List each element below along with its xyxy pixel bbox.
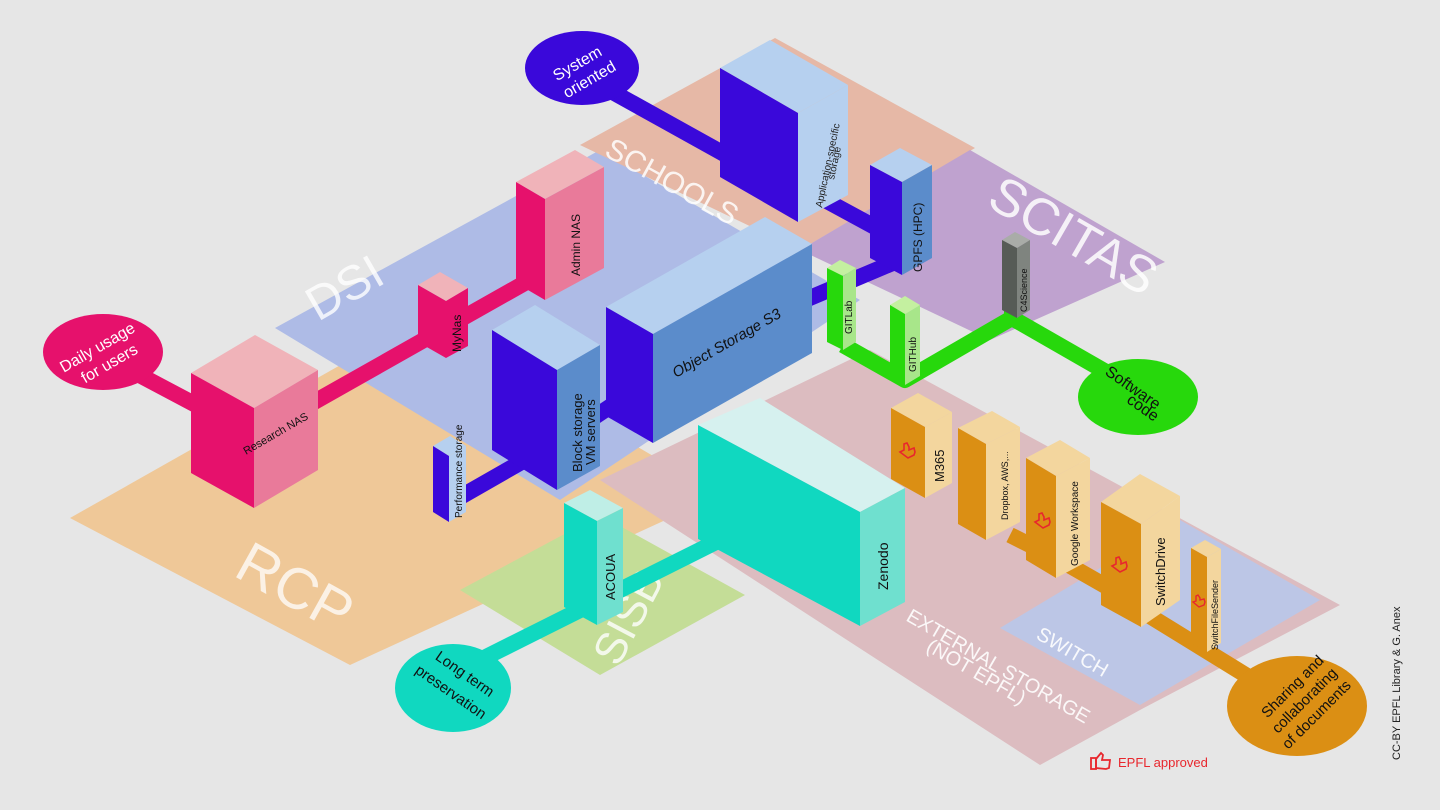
label-gpfs: GPFS (HPC) <box>911 203 925 272</box>
box-m365: M365 <box>891 393 952 498</box>
box-github: GITHub <box>890 296 920 385</box>
box-object-storage: Object Storage S3 <box>606 217 812 443</box>
box-dropbox: Dropbox, AWS,... <box>958 411 1020 540</box>
thumbs-up-icon <box>1110 556 1128 573</box>
label-block-1: Block storage <box>570 393 585 472</box>
label-m365: M365 <box>932 449 947 482</box>
credit-text: CC-BY EPFL Library & G. Anex <box>1391 606 1403 760</box>
thumbs-up-icon <box>1033 512 1051 529</box>
box-performance-storage: Performance storage <box>433 424 466 522</box>
box-mynas: MyNas <box>418 272 468 358</box>
thumbs-up-icon <box>1191 594 1206 608</box>
box-acoua: ACOUA <box>564 490 623 625</box>
label-zenodo: Zenodo <box>875 542 891 590</box>
box-switchdrive: SwitchDrive <box>1101 474 1180 627</box>
usage-long-term: Long term preservation <box>395 644 511 732</box>
label-google: Google Workspace <box>1070 481 1081 566</box>
label-mynas: MyNas <box>450 315 464 352</box>
box-c4science: C4Science <box>1002 232 1030 318</box>
box-block-storage: Block storage VM servers <box>492 305 600 490</box>
box-research-nas: Research NAS <box>191 335 318 508</box>
thumbs-up-icon <box>898 442 916 459</box>
legend-approved-label: EPFL approved <box>1118 755 1208 770</box>
label-admin-nas: Admin NAS <box>569 214 583 276</box>
label-acoua: ACOUA <box>603 553 618 600</box>
label-block-2: VM servers <box>583 399 598 465</box>
box-switchfilesender: SwitchFileSender <box>1191 540 1221 652</box>
usage-daily: Daily usage for users <box>43 314 163 390</box>
label-performance: Performance storage <box>454 424 465 518</box>
box-zenodo: Zenodo <box>698 398 905 626</box>
usage-sharing: Sharing and collaborating of documents <box>1227 652 1367 756</box>
label-switchdrive: SwitchDrive <box>1153 537 1168 606</box>
box-admin-nas: Admin NAS <box>516 150 604 300</box>
label-c4science: C4Science <box>1019 268 1029 312</box>
thumbs-up-icon <box>1090 751 1112 770</box>
legend-approved: EPFL approved <box>1090 751 1208 770</box>
box-google-workspace: Google Workspace <box>1026 440 1090 578</box>
box-gitlab: GITLab <box>827 260 856 350</box>
box-gpfs: GPFS (HPC) <box>870 148 932 275</box>
box-application-specific: Application-specific storage <box>720 40 848 222</box>
usage-system-oriented: System oriented <box>525 31 639 105</box>
usage-software: Software code <box>1078 359 1198 435</box>
label-github: GITHub <box>908 337 919 372</box>
label-dropbox: Dropbox, AWS,... <box>1000 451 1010 520</box>
label-gitlab: GITLab <box>844 300 855 334</box>
label-switchfilesender: SwitchFileSender <box>1210 580 1220 650</box>
